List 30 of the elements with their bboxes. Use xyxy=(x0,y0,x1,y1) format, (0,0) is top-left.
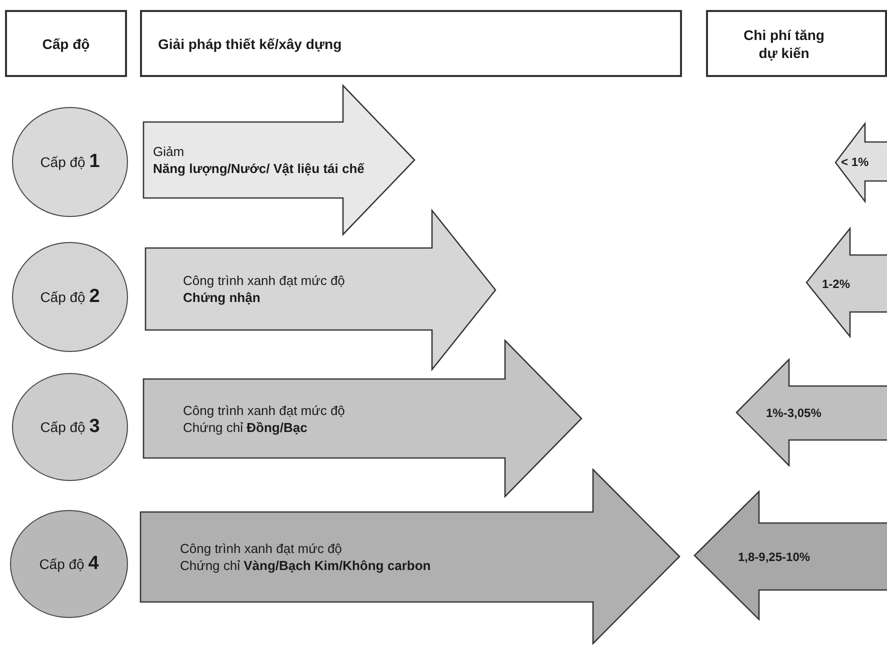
header-text: Cấp độ xyxy=(41,34,91,52)
cost-text: < 1% xyxy=(841,154,869,170)
solution-pointer-shape xyxy=(140,469,680,644)
solution-pointer-shape xyxy=(145,210,496,370)
solution-pointer-shape xyxy=(143,85,415,235)
header-box xyxy=(706,10,887,77)
solution-text: Giảm xyxy=(153,143,186,160)
header-text: Giải pháp thiết kế/xây dựng xyxy=(157,34,343,52)
solution-pointer-shape xyxy=(143,340,582,497)
solution-text: Công trình xanh đạt mức độ xyxy=(180,540,343,557)
solution-text: Chứng chỉ Đồng/Bạc xyxy=(183,418,308,436)
cost-text: 1-2% xyxy=(822,276,850,292)
solution-text: Công trình xanh đạt mức độ xyxy=(183,272,346,289)
solution-text: Năng lượng/Nước/ Vật liệu tái chế xyxy=(153,160,366,177)
header-box xyxy=(140,10,682,77)
solution-text: Công trình xanh đạt mức độ xyxy=(183,402,346,418)
level-label: Cấp độ 2 xyxy=(40,284,100,309)
cost-text: 1%-3,05% xyxy=(766,405,822,422)
cost-pointer-shape xyxy=(694,491,887,620)
header-box xyxy=(5,10,127,77)
cost-pointer-shape xyxy=(806,228,887,337)
solution-text: Chứng chỉ Vàng/Bạch Kim/Không carbon xyxy=(180,557,432,574)
cost-pointer-shape xyxy=(736,359,887,466)
level-label: Cấp độ 3 xyxy=(40,414,100,439)
cost-pointer-shape xyxy=(835,123,887,202)
level-label: Cấp độ 1 xyxy=(40,150,100,174)
solution-text: Chứng nhận xyxy=(183,289,262,306)
header-text: Chi phí tăng dự kiến xyxy=(742,26,826,62)
cost-text: 1,8-9,25-10% xyxy=(738,548,810,566)
level-label: Cấp độ 4 xyxy=(39,552,99,576)
